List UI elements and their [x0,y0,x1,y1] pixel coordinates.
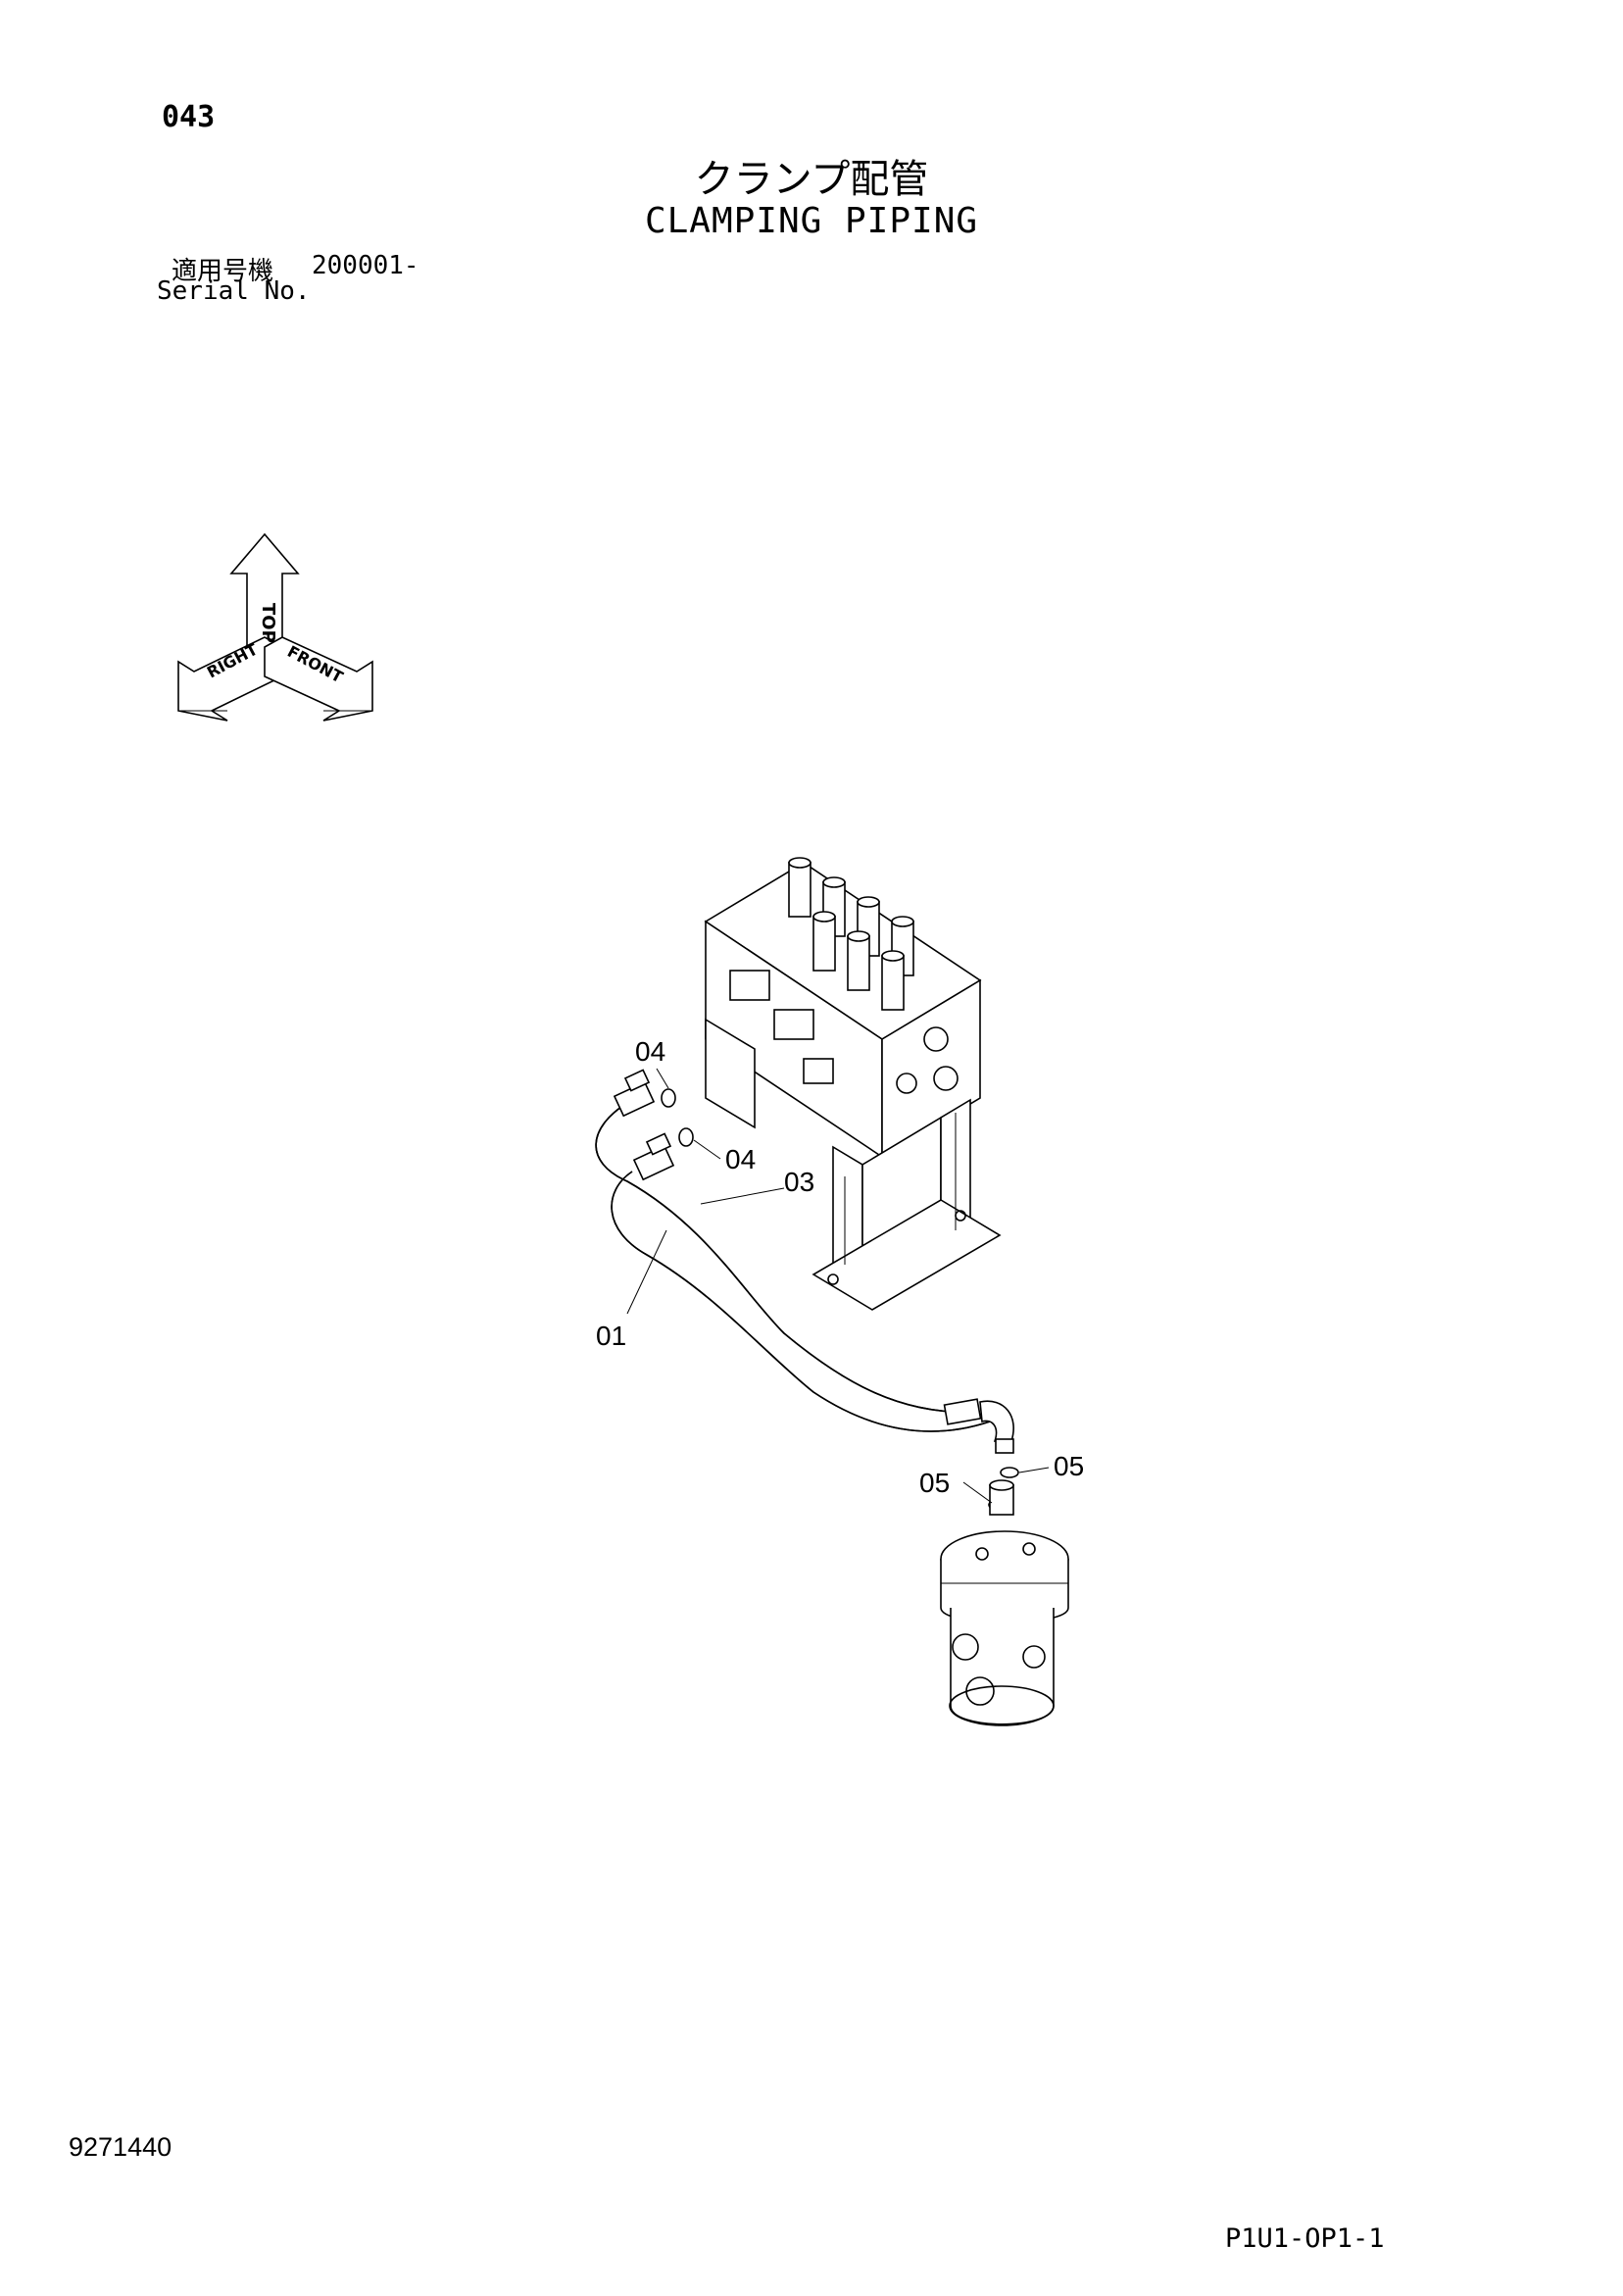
o-rings-04 [661,1088,694,1147]
page-number: 043 [162,100,216,134]
serial-label-english: Serial No. [157,276,311,306]
callout-05-right: 05 [1054,1451,1084,1481]
orientation-indicator: TOP RIGHT FRONT [177,532,373,722]
serial-range: 200001- [312,251,419,280]
page-code: P1U1-OP1-1 [1225,2223,1385,2254]
leader-lines [626,1068,1050,1504]
drawing-number: 9271440 [69,2132,172,2162]
center-joint [940,1479,1069,1726]
serial-label-japanese: 適用号機 [172,257,274,286]
callout-01: 01 [596,1321,626,1351]
callout-04-upper: 04 [635,1036,665,1067]
orientation-top-label: TOP [258,603,278,643]
hose-assembly [595,1069,1014,1454]
valve-support-stand [705,1018,1002,1311]
title-japanese: クランプ配管 [694,157,929,202]
callout-05-left: 05 [919,1468,950,1498]
callout-04-lower: 04 [725,1144,756,1174]
title-english: CLAMPING PIPING [644,201,979,241]
callout-03: 03 [784,1167,814,1197]
control-valve [704,857,982,1159]
